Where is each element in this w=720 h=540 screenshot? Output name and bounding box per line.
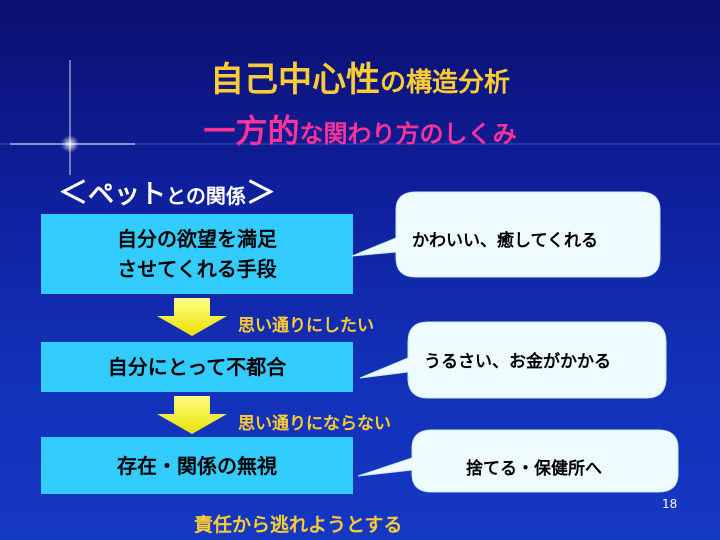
section-open-bracket: ＜	[58, 176, 88, 211]
title-emphasis: 自己中心性	[209, 60, 380, 100]
section-emphasis: ペット	[88, 180, 167, 210]
bubble-text-3: 捨てる・保健所へ	[466, 459, 602, 479]
section-heading: ＜ペットとの関係＞	[58, 168, 276, 212]
box-desire-line2: させてくれる手段	[117, 257, 277, 281]
bubble-text-2: うるさい、お金がかかる	[424, 352, 611, 372]
page-subtitle: 一方的な関わり方のしくみ	[0, 106, 720, 152]
section-close-bracket: ＞	[245, 176, 276, 211]
section-rest: との関係	[166, 184, 246, 208]
speech-bubble-1	[351, 191, 661, 278]
box-desire-line1: 自分の欲望を満足	[117, 227, 277, 251]
subtitle-emphasis: 一方的	[203, 112, 300, 150]
down-arrow-1	[157, 298, 227, 336]
title-rest: の構造分析	[379, 68, 510, 98]
subtitle-rest: な関わり方のしくみ	[299, 120, 517, 148]
down-arrow-2	[157, 396, 227, 434]
page-number: 18	[662, 497, 678, 511]
box-ignore: 存在・関係の無視	[41, 437, 353, 494]
arrow-label-1: 思い通りにしたい	[238, 316, 374, 336]
box-ignore-text: 存在・関係の無視	[117, 453, 277, 478]
speech-bubble-3	[357, 429, 679, 493]
box-inconvenient-text: 自分にとって不都合	[107, 355, 287, 379]
speech-bubble-2	[359, 321, 667, 399]
bubble-text-1: かわいい、癒してくれる	[412, 231, 598, 251]
box-inconvenient: 自分にとって不都合	[41, 342, 353, 392]
bottom-caption: 責任から逃れようとする	[194, 514, 403, 536]
page-title: 自己中心性の構造分析	[0, 52, 720, 101]
arrow-label-2: 思い通りにならない	[238, 414, 391, 434]
box-desire: 自分の欲望を満足 させてくれる手段	[41, 214, 353, 294]
